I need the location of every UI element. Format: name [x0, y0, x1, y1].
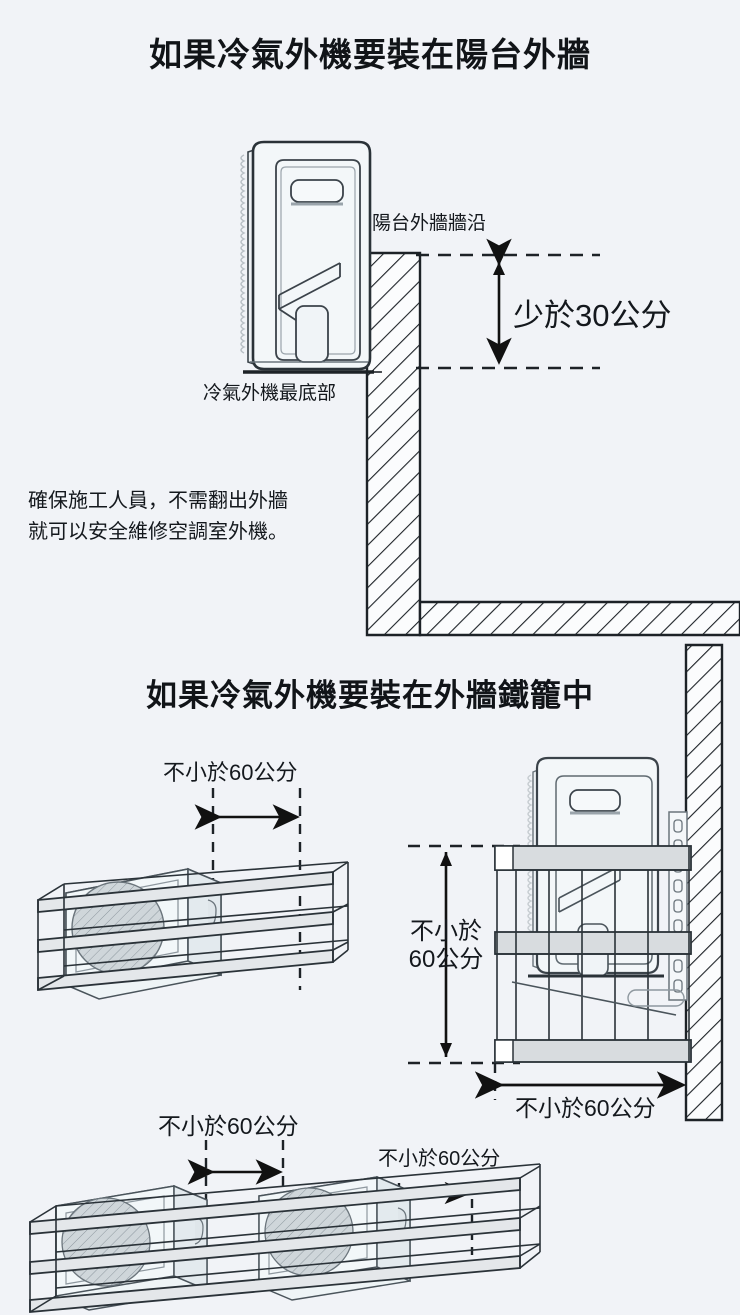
- dimension-label-cage-c-left: 不小於60公分: [158, 1113, 299, 1139]
- dimension-label-less-than-30: 少於30公分: [513, 298, 672, 333]
- dimension-label-cage-b-horizontal: 不小於60公分: [515, 1095, 656, 1121]
- dimension-label-cage-c-right: 不小於60公分: [378, 1148, 501, 1170]
- dimension-label-cage-a-top: 不小於60公分: [163, 760, 298, 785]
- cage-diagram-a: [37, 788, 349, 1000]
- ac-unit-side-view: [240, 140, 374, 374]
- cage-diagram-b: [408, 756, 692, 1100]
- label-balcony-wall-edge: 陽台外牆牆沿: [372, 213, 487, 234]
- section-title-balcony: 如果冷氣外機要裝在陽台外牆: [149, 36, 591, 73]
- dimension-less-than-30: [416, 238, 600, 370]
- cage-diagram-c: [29, 1140, 541, 1313]
- label-unit-bottom: 冷氣外機最底部: [203, 383, 337, 404]
- dimension-label-cage-b-vertical: 不小於 60公分: [408, 918, 484, 974]
- section-title-cage: 如果冷氣外機要裝在外牆鐵籠中: [146, 678, 594, 713]
- maintenance-note: 確保施工人員，不需翻出外牆 就可以安全維修空調室外機。: [28, 490, 288, 543]
